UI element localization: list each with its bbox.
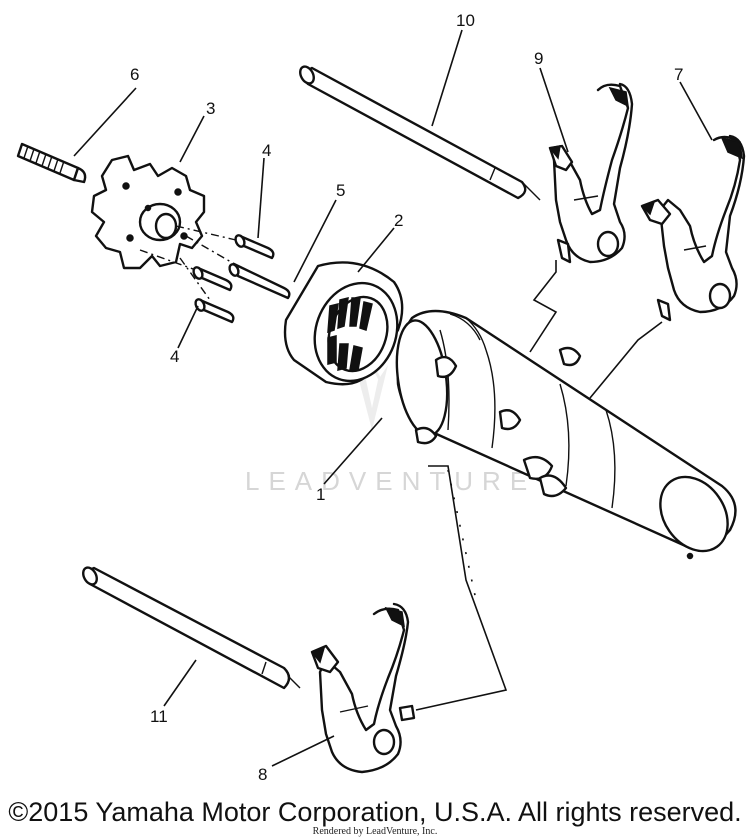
callout-3: 3 [206, 99, 215, 118]
shift-rod-upper [299, 65, 541, 201]
shift-fork-7 [640, 134, 746, 322]
shift-drum-1 [395, 309, 737, 560]
shift-fork-8 [310, 602, 416, 774]
callout-4-lower: 4 [170, 347, 179, 366]
callout-8: 8 [258, 765, 267, 784]
dowel-pin-upper [234, 234, 275, 260]
callout-6: 6 [130, 65, 139, 84]
callout-1: 1 [316, 485, 325, 504]
rendered-by-notice: Rendered by LeadVenture, Inc. [312, 826, 438, 837]
callout-2: 2 [394, 211, 403, 230]
watermark-text: LEADVENTURE [245, 466, 536, 496]
dowel-pin-middle [192, 266, 233, 292]
bearing-2 [283, 261, 404, 386]
callout-labels: 6 3 4 5 2 10 9 7 4 1 11 8 [130, 11, 683, 784]
shift-fork-9 [548, 82, 634, 264]
leader-lines [73, 29, 713, 767]
callout-4-upper: 4 [262, 141, 271, 160]
segment-3 [90, 154, 206, 270]
fork-drum-link-lines [415, 260, 663, 711]
bolt-6 [16, 142, 87, 184]
shift-rod-lower [82, 566, 301, 690]
bearing-needles [327, 297, 373, 371]
callout-7: 7 [674, 65, 683, 84]
callout-5: 5 [336, 181, 345, 200]
dowel-pin-lower [194, 298, 235, 324]
callout-9: 9 [534, 49, 543, 68]
callout-10: 10 [456, 11, 475, 30]
callout-11: 11 [150, 707, 168, 726]
pin-5 [228, 262, 291, 300]
copyright-notice: ©2015 Yamaha Motor Corporation, U.S.A. A… [8, 797, 742, 827]
